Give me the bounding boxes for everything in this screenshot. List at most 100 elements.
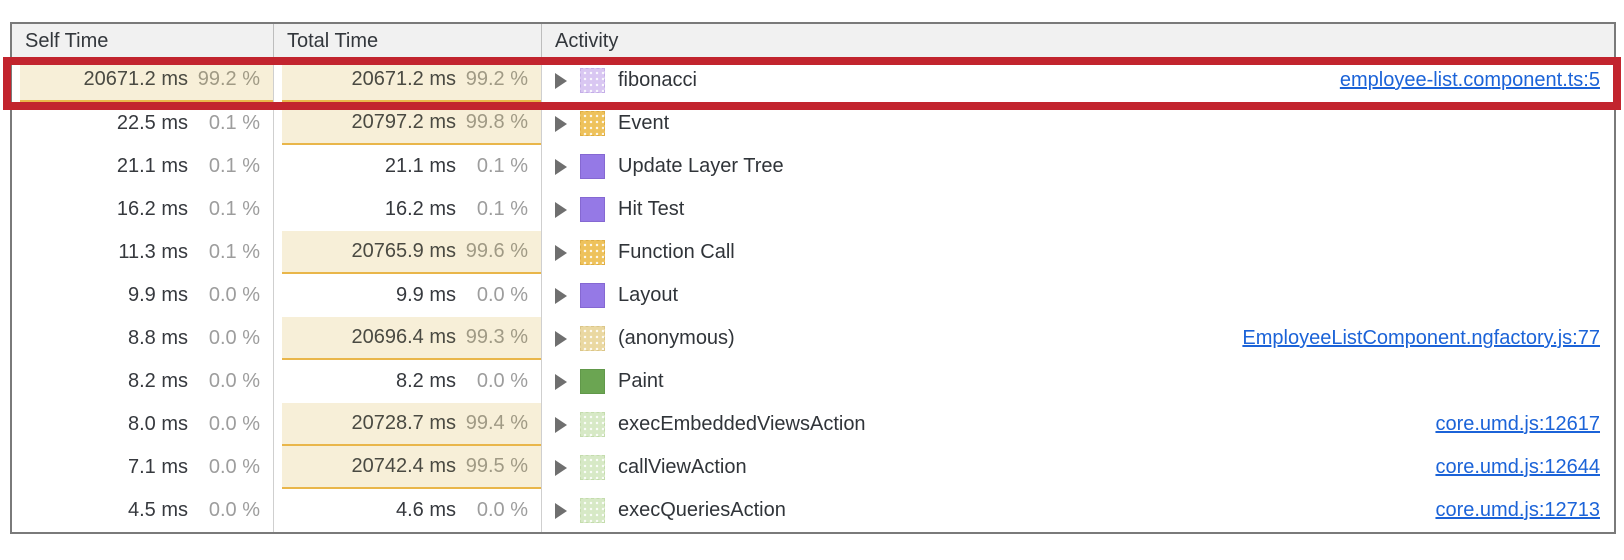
self-time-wrap: 16.2 ms 0.1 % [20, 188, 273, 231]
total-time-cell: 16.2 ms 0.1 % [274, 188, 542, 231]
self-time-value: 21.1 ms [116, 155, 188, 177]
column-header-self-time[interactable]: Self Time [12, 24, 274, 58]
expand-arrow-icon[interactable] [555, 330, 567, 347]
activity-label: Event [618, 112, 670, 134]
total-time-cell: 20728.7 ms 99.4 % [274, 403, 542, 446]
self-time-value: 7.1 ms [127, 456, 188, 478]
self-time-value: 11.3 ms [118, 241, 188, 263]
activity-cell: Function Call [542, 231, 1614, 274]
activity-cell: Paint [542, 360, 1614, 403]
total-time-wrap: 20728.7 ms 99.4 % [282, 403, 541, 446]
self-time-value: 4.5 ms [127, 499, 188, 521]
activity-label: execEmbeddedViewsAction [618, 413, 866, 435]
self-time-percent: 0.1 % [208, 241, 260, 263]
self-time-value: 8.2 ms [127, 370, 188, 392]
expand-arrow-icon[interactable] [555, 287, 567, 304]
table-row[interactable]: 21.1 ms 0.1 % 21.1 ms 0.1 % Update Layer… [12, 145, 1614, 188]
category-color-swatch-icon [580, 369, 605, 394]
total-time-wrap: 4.6 ms 0.0 % [282, 489, 541, 532]
total-time-value: 21.1 ms [384, 155, 456, 177]
activity-label: callViewAction [618, 456, 747, 478]
activity-label: Layout [618, 284, 679, 306]
total-time-percent: 0.1 % [476, 198, 528, 220]
total-time-wrap: 20671.2 ms 99.2 % [282, 59, 541, 102]
total-time-wrap: 21.1 ms 0.1 % [282, 145, 541, 188]
category-color-swatch-icon [580, 68, 605, 93]
activity-cell: execEmbeddedViewsAction core.umd.js:1261… [542, 403, 1614, 446]
table-row[interactable]: 11.3 ms 0.1 % 20765.9 ms 99.6 % Function… [12, 231, 1614, 274]
expand-arrow-icon[interactable] [555, 416, 567, 433]
self-time-cell: 8.0 ms 0.0 % [12, 403, 274, 446]
table-row[interactable]: 7.1 ms 0.0 % 20742.4 ms 99.5 % callViewA… [12, 446, 1614, 489]
category-color-swatch-icon [580, 283, 605, 308]
expand-arrow-icon[interactable] [555, 502, 567, 519]
category-color-swatch-icon [580, 412, 605, 437]
total-time-wrap: 20765.9 ms 99.6 % [282, 231, 541, 274]
self-time-wrap: 8.0 ms 0.0 % [20, 403, 273, 446]
column-header-activity[interactable]: Activity [555, 29, 619, 52]
source-location-link[interactable]: core.umd.js:12644 [1435, 456, 1600, 478]
table-row[interactable]: 22.5 ms 0.1 % 20797.2 ms 99.8 % Event [12, 102, 1614, 145]
self-time-percent: 0.1 % [208, 198, 260, 220]
total-time-percent: 99.5 % [465, 455, 528, 477]
total-time-percent: 99.8 % [465, 111, 528, 133]
self-time-percent: 0.0 % [208, 284, 260, 306]
self-time-value: 9.9 ms [127, 284, 188, 306]
total-time-cell: 20671.2 ms 99.2 % [274, 59, 542, 102]
self-time-percent: 99.2 % [197, 68, 260, 90]
activity-label: fibonacci [618, 69, 697, 91]
activity-cell: (anonymous) EmployeeListComponent.ngfact… [542, 317, 1614, 360]
activity-label: Update Layer Tree [618, 155, 784, 177]
self-time-percent: 0.0 % [208, 499, 260, 521]
total-time-cell: 4.6 ms 0.0 % [274, 489, 542, 532]
table-row[interactable]: 9.9 ms 0.0 % 9.9 ms 0.0 % Layout [12, 274, 1614, 317]
source-location-link[interactable]: EmployeeListComponent.ngfactory.js:77 [1242, 327, 1600, 349]
self-time-cell: 8.8 ms 0.0 % [12, 317, 274, 360]
self-time-wrap: 8.2 ms 0.0 % [20, 360, 273, 403]
expand-arrow-icon[interactable] [555, 459, 567, 476]
total-time-value: 20742.4 ms [351, 455, 456, 477]
table-row[interactable]: 8.0 ms 0.0 % 20728.7 ms 99.4 % execEmbed… [12, 403, 1614, 446]
self-time-value: 20671.2 ms [83, 68, 188, 90]
source-location-link[interactable]: core.umd.js:12713 [1435, 499, 1600, 521]
table-row[interactable]: 8.2 ms 0.0 % 8.2 ms 0.0 % Paint [12, 360, 1614, 403]
total-time-percent: 99.6 % [465, 240, 528, 262]
self-time-percent: 0.0 % [208, 327, 260, 349]
activity-label: Function Call [618, 241, 735, 263]
total-time-cell: 8.2 ms 0.0 % [274, 360, 542, 403]
source-location-link[interactable]: employee-list.component.ts:5 [1339, 69, 1600, 91]
self-time-value: 16.2 ms [116, 198, 188, 220]
expand-arrow-icon[interactable] [555, 115, 567, 132]
activity-cell: execQueriesAction core.umd.js:12713 [542, 489, 1614, 532]
table-row[interactable]: 16.2 ms 0.1 % 16.2 ms 0.1 % Hit Test [12, 188, 1614, 231]
activity-cell: callViewAction core.umd.js:12644 [542, 446, 1614, 489]
expand-arrow-icon[interactable] [555, 158, 567, 175]
self-time-percent: 0.0 % [208, 370, 260, 392]
activity-label: Hit Test [618, 198, 685, 220]
total-time-cell: 20765.9 ms 99.6 % [274, 231, 542, 274]
expand-arrow-icon[interactable] [555, 72, 567, 89]
expand-arrow-icon[interactable] [555, 373, 567, 390]
source-location-link[interactable]: core.umd.js:12617 [1435, 413, 1600, 435]
self-time-cell: 9.9 ms 0.0 % [12, 274, 274, 317]
self-time-percent: 0.0 % [208, 456, 260, 478]
self-time-percent: 0.0 % [208, 413, 260, 435]
column-header-total-time[interactable]: Total Time [274, 24, 542, 58]
self-time-percent: 0.1 % [208, 112, 260, 134]
expand-arrow-icon[interactable] [555, 244, 567, 261]
category-color-swatch-icon [580, 326, 605, 351]
total-time-wrap: 20797.2 ms 99.8 % [282, 102, 541, 145]
total-time-value: 20797.2 ms [351, 111, 456, 133]
self-time-wrap: 11.3 ms 0.1 % [20, 231, 273, 274]
expand-arrow-icon[interactable] [555, 201, 567, 218]
grid-rows: 20671.2 ms 99.2 % 20671.2 ms 99.2 % fibo… [12, 59, 1614, 532]
activity-label: execQueriesAction [618, 499, 786, 521]
total-time-percent: 0.1 % [476, 155, 528, 177]
self-time-cell: 16.2 ms 0.1 % [12, 188, 274, 231]
table-row[interactable]: 4.5 ms 0.0 % 4.6 ms 0.0 % execQueriesAct… [12, 489, 1614, 532]
category-color-swatch-icon [580, 498, 605, 523]
activity-cell: Update Layer Tree [542, 145, 1614, 188]
table-row[interactable]: 20671.2 ms 99.2 % 20671.2 ms 99.2 % fibo… [12, 59, 1614, 102]
total-time-percent: 0.0 % [476, 499, 528, 521]
table-row[interactable]: 8.8 ms 0.0 % 20696.4 ms 99.3 % (anonymou… [12, 317, 1614, 360]
